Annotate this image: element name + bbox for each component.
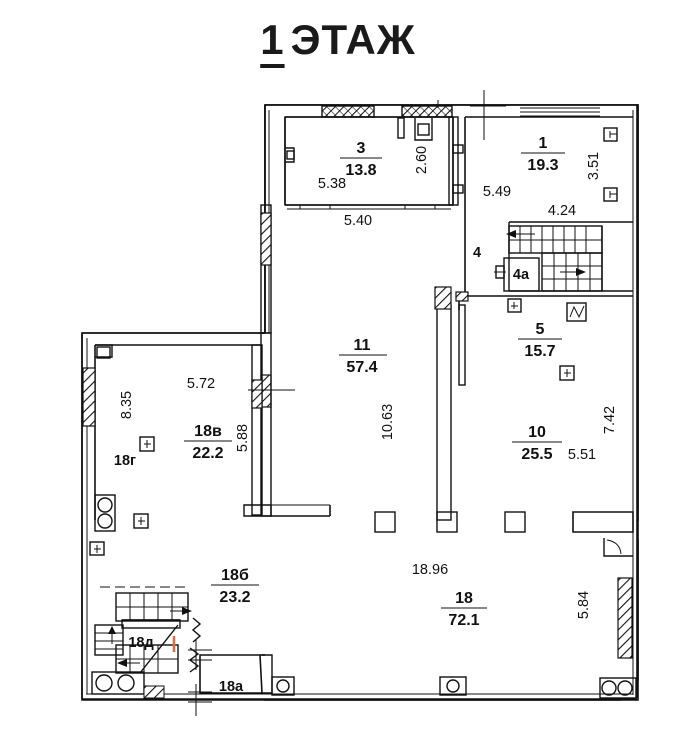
hatched-wall-segment [260,212,272,266]
structural-column [374,511,396,533]
room-label-5: 5 15.7 [518,321,562,360]
hatched-wall-segment [143,685,165,699]
dimension-5-84: 5.84 [576,591,592,619]
hatched-wall-segment [617,577,633,659]
staircase-room-4 [506,221,633,292]
radiator-symbol-room5 [566,302,587,322]
room-label-18d: 18д [128,635,153,651]
dimension-5-88: 5.88 [235,424,251,452]
room-18v-number: 18в [194,423,222,440]
dimension-tick-18a-bottom [188,684,212,716]
structural-column [504,511,526,533]
outlet-symbol-18g-upper [139,436,155,452]
outlet-symbol-room1-lower [603,187,618,202]
outlet-symbol-room5-mid [559,365,575,381]
room-18g-number: 18г [114,453,136,469]
room-1-number: 1 [539,135,548,152]
room-18v-walls [82,344,263,556]
outlet-symbol-18g-lower [133,513,149,529]
outlet-symbol-room1-upper [603,127,618,142]
stair-direction-arrow-up [506,230,535,238]
room-11-number: 11 [354,337,371,354]
dimension-5-49: 5.49 [483,184,511,200]
outer-walls [81,104,639,701]
round-fixture-symbol-bottom-left [91,671,145,695]
room-label-11: 11 57.4 [339,337,387,376]
hatched-wall-segment [321,105,375,118]
vestibule-18a [188,640,467,716]
room-4a-number: 4а [513,267,530,283]
outlet-symbol-left-wall [89,541,105,556]
outlet-symbol-room5-top [507,298,522,313]
room-5-number: 5 [536,321,545,338]
dimension-5-51: 5.51 [568,447,596,463]
room-4a-closet [494,257,540,292]
dimension-18-96: 18.96 [412,562,448,578]
room-1-walls [464,116,633,300]
right-wing-lower-walls [572,511,637,699]
room-label-18b: 18б 23.2 [211,567,259,606]
room-18v-area: 22.2 [192,445,223,462]
room-label-4: 4 [473,245,481,261]
stair-direction-arrow-18d-right [170,607,192,615]
room-18a-number: 18а [219,679,244,695]
dimension-10-63: 10.63 [380,404,396,440]
dimension-5-72: 5.72 [187,376,215,392]
dimension-3-51: 3.51 [586,152,602,180]
stair-direction-arrow-18d-left [117,659,140,667]
dimension-2-60: 2.60 [414,146,430,174]
hatched-wall-segment [401,105,453,118]
dimension-5-38: 5.38 [318,176,346,192]
structural-column [436,511,458,533]
round-fixture-bottom-wall-a [271,676,295,696]
room-11-area: 57.4 [346,359,377,376]
stair-direction-arrow-down [560,268,586,276]
dimension-8-35: 8.35 [119,391,135,419]
room-label-4a: 4а [513,267,530,283]
room-18b-number: 18б [221,567,249,584]
room3-bottom-openings [287,205,451,210]
room-5-area: 15.7 [524,343,555,360]
round-fixture-bottom-wall-b [439,676,467,696]
room-18b-area: 23.2 [219,589,250,606]
dimension-5-40: 5.40 [344,213,372,229]
room-label-1: 1 19.3 [521,135,565,174]
room-label-18a: 18а [219,679,244,695]
round-fixture-symbol-left [94,494,116,532]
room-18-area: 72.1 [448,612,479,629]
round-fixture-symbol-bottom-right [599,677,637,699]
page-title-floor-number: 1 [260,16,285,63]
hatched-wall-segment [455,291,469,302]
room-18d-number: 18д [128,635,153,651]
divider-between-room3-and-room1 [448,116,464,206]
dimension-7-42: 7.42 [602,406,618,434]
room-3-number: 3 [357,140,366,157]
room-3-area: 13.8 [345,162,376,179]
room-label-10: 10 25.5 [512,424,562,463]
hatched-wall-segment [434,286,452,310]
page-title-word: ЭТАЖ [290,16,416,63]
stair-direction-arrow-18d-up [108,626,116,644]
room-label-18v: 18в 22.2 [184,423,232,462]
room-10-area: 25.5 [521,446,552,463]
room-label-18g: 18г [114,453,136,469]
room-4-number: 4 [473,245,481,261]
room-label-18: 18 72.1 [441,590,487,629]
room-18-number: 18 [455,590,473,607]
hatched-wall-segment [251,379,263,409]
dimension-4-24: 4.24 [548,203,576,219]
hatched-wall-segment [82,367,96,427]
room-3-walls [284,116,454,210]
dimension-tick-18a-top [188,640,212,670]
room-1-area: 19.3 [527,157,558,174]
room-18-columns [374,511,526,533]
window-top-right [520,107,600,117]
room-label-3: 3 13.8 [340,140,382,179]
room-10-number: 10 [528,424,546,441]
